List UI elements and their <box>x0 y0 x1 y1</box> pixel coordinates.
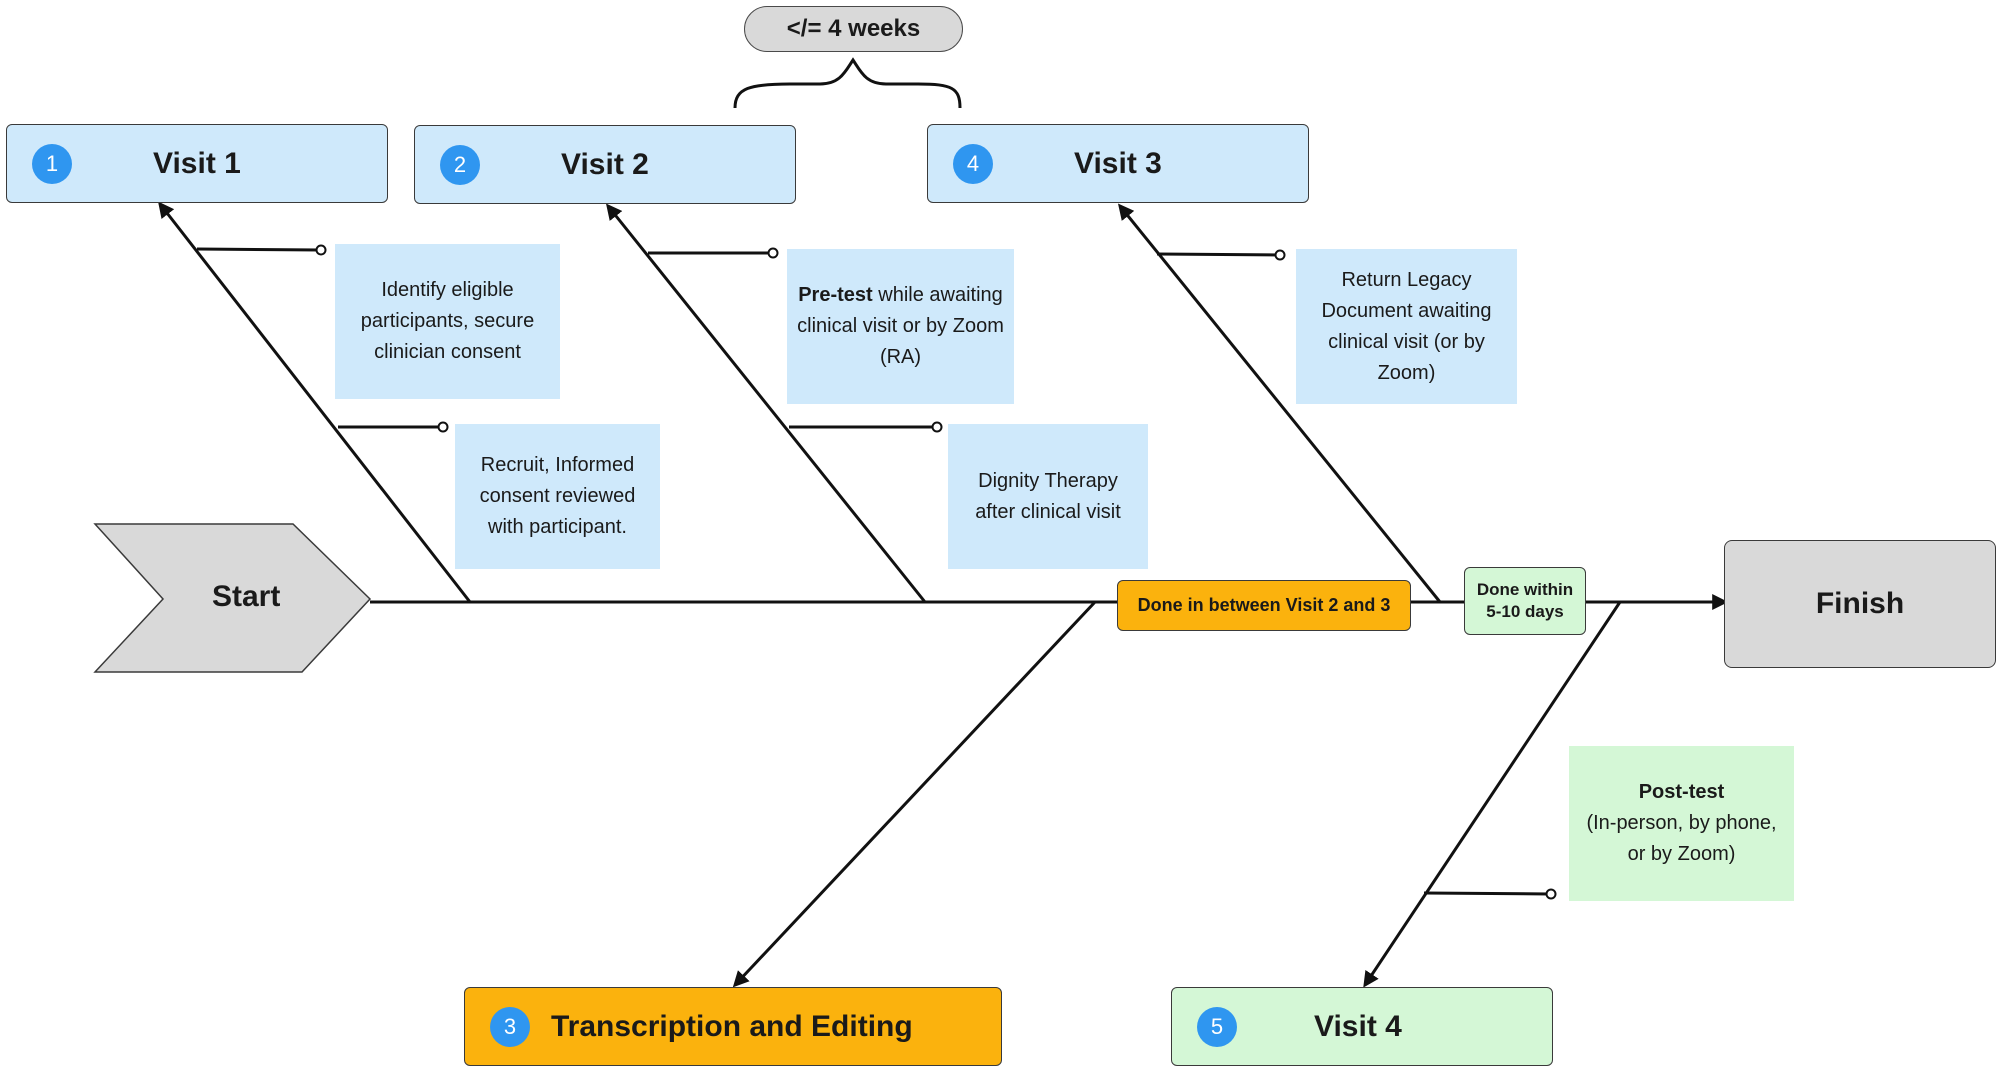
transcription-label: Transcription and Editing <box>551 1009 913 1043</box>
note-posttest-emphasis: Post-test <box>1638 781 1725 803</box>
visit-2-box: 2 Visit 2 <box>414 125 796 204</box>
connector-dot-recruit <box>437 421 449 433</box>
bone-visit4 <box>1363 601 1622 988</box>
timing-label: </= 4 weeks <box>744 6 963 52</box>
note-dignity: Dignity Therapy after clinical visit <box>948 424 1148 569</box>
visit-4-label: Visit 4 <box>1314 1009 1402 1043</box>
visit-1-number: 1 <box>32 143 72 184</box>
tag-between-visits: Done in between Visit 2 and 3 <box>1117 580 1411 631</box>
note-recruit: Recruit, Informed consent reviewed with … <box>455 424 660 569</box>
transcription-box: 3 Transcription and Editing <box>464 987 1002 1066</box>
visit-4-number: 5 <box>1197 1006 1237 1047</box>
note-pretest: Pre-test while awaiting clinical visit o… <box>787 249 1014 404</box>
connector-dot-identify <box>315 244 327 256</box>
connector-legacy <box>1156 252 1280 257</box>
note-posttest: Post-test (In-person, by phone, or by Zo… <box>1569 746 1794 901</box>
visit-1-label: Visit 1 <box>153 146 241 180</box>
bone-visit2 <box>606 203 927 603</box>
visit-3-number: 4 <box>953 143 993 184</box>
visit-3-label: Visit 3 <box>1074 146 1162 180</box>
tag-within-days: Done within 5-10 days <box>1464 567 1586 635</box>
visit-2-number: 2 <box>440 144 480 185</box>
start-chevron <box>93 523 372 673</box>
connector-dot-pretest <box>767 247 779 259</box>
note-identify: Identify eligible participants, secure c… <box>335 244 560 399</box>
start-label: Start <box>212 580 281 613</box>
note-pretest-emphasis: Pre-test <box>798 284 873 306</box>
bone-visit3 <box>1117 203 1442 603</box>
transcription-number: 3 <box>490 1006 530 1047</box>
finish-box: Finish <box>1724 540 1996 668</box>
note-legacy: Return Legacy Document awaiting clinical… <box>1296 249 1517 404</box>
connector-dot-legacy <box>1274 249 1286 261</box>
bone-visit1 <box>158 201 472 603</box>
connector-dot-dignity <box>931 421 943 433</box>
visit-2-label: Visit 2 <box>561 147 649 181</box>
connector-posttest <box>1423 891 1551 896</box>
bone-transcription <box>732 600 1097 988</box>
visit-1-box: 1 Visit 1 <box>6 124 388 203</box>
visit-3-box: 4 Visit 3 <box>927 124 1309 203</box>
connector-dot-posttest <box>1545 888 1557 900</box>
finish-label: Finish <box>1815 587 1905 620</box>
timing-brace <box>733 57 962 109</box>
connector-identify <box>196 247 321 252</box>
visit-4-box: 5 Visit 4 <box>1171 987 1553 1066</box>
